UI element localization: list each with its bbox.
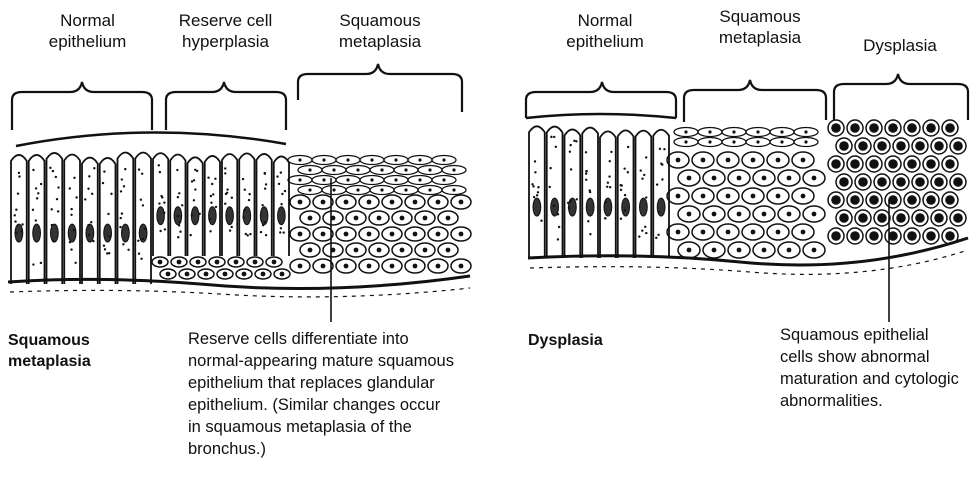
label-normal-epithelium-right: Normal epithelium — [555, 10, 655, 52]
left-reserve-cells — [152, 153, 290, 279]
label-dysplasia: Dysplasia — [845, 35, 955, 56]
label-reserve-cell-hyperplasia: Reserve cell hyperplasia — [168, 10, 283, 52]
label-squamous-metaplasia-left: Squamous metaplasia — [325, 10, 435, 52]
right-dysplastic-cells — [828, 120, 966, 244]
left-squamous-cells — [288, 156, 471, 274]
left-basement-membrane — [8, 276, 470, 297]
note-squamous-metaplasia: Reserve cells differentiate into normal-… — [188, 328, 454, 460]
left-braces — [12, 64, 462, 146]
right-braces — [526, 74, 968, 122]
right-columnar-cells — [529, 126, 669, 258]
caption-squamous-metaplasia: Squamous metaplasia — [8, 330, 91, 372]
label-normal-epithelium-left: Normal epithelium — [35, 10, 140, 52]
note-dysplasia: Squamous epithelial cells show abnormal … — [780, 324, 968, 412]
left-columnar-cells — [11, 152, 151, 284]
label-squamous-metaplasia-right: Squamous metaplasia — [705, 6, 815, 48]
right-squamous-cells — [667, 128, 825, 259]
right-basement-membrane — [528, 238, 968, 274]
caption-dysplasia: Dysplasia — [528, 330, 603, 351]
